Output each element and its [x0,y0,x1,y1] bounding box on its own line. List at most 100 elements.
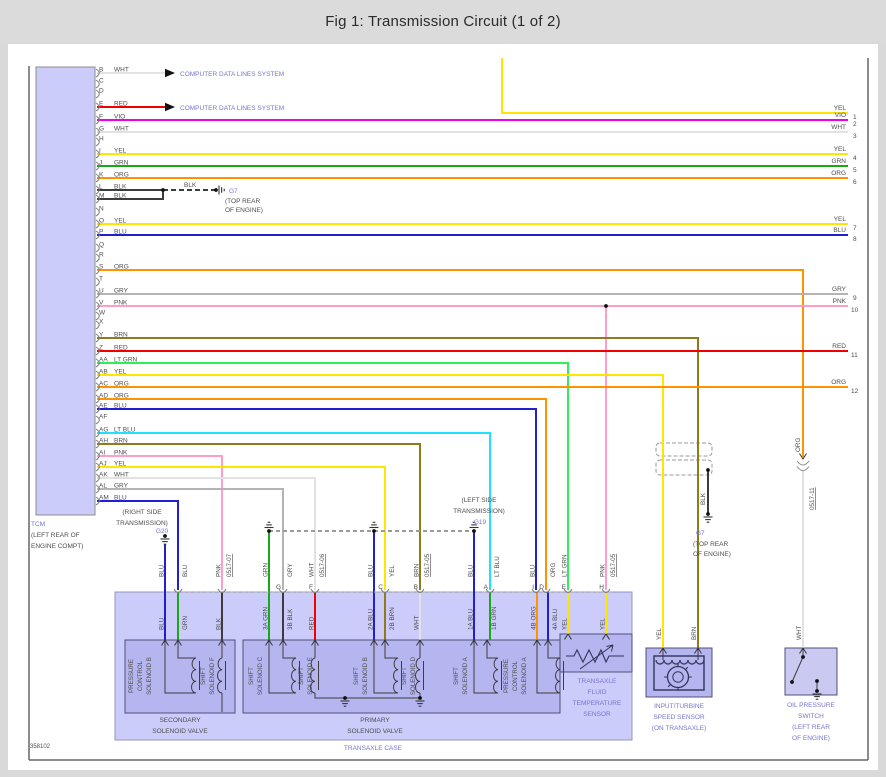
solenoid-coil [309,657,316,694]
junction-dot [706,512,710,516]
speed-sensor-rotor-ticks [664,663,692,691]
label-blk-splice: BLK [184,182,197,189]
label-computer-data-lines-1: COMPUTER DATA LINES SYSTEM [180,71,284,78]
wire-pin-ah-brn [97,443,421,590]
tcm-pin-arc [95,473,100,483]
tcm-pin-letter: T [99,276,103,283]
tcm-pin-arc [95,127,100,137]
tcm-pin-wire-color: YEL [114,148,127,155]
label-g20: G20 [156,528,169,535]
tcm-pin-arc [95,289,100,299]
tcm-pin-arc [95,394,100,404]
tcm-pin-wire-color: ORG [114,393,129,400]
tcm-pin-arc [95,311,100,321]
tcm-pin-wire-color: RED [114,101,128,108]
tcm-pin-letter: X [99,319,104,326]
tcm-pin-arc [95,404,100,414]
tcm-pin-wire-color: YEL [114,218,127,225]
pressure-control-solenoid-a-label: PRESSURE [503,659,510,693]
solenoid-lead [314,693,420,699]
label-oil-switch-1: OIL PRESSURE [787,702,835,709]
case-pin-letter: I [532,584,534,591]
right-tap-number: 10 [851,307,859,314]
label-g7-right-loc2: OF ENGINE) [693,551,731,558]
right-tap-color: PNK [833,298,847,305]
case-pin-letter: G [276,584,281,591]
label-g7-right: G7 [696,530,705,537]
speed-sensor-body [653,655,705,691]
case-pin-letter: F [309,584,313,591]
wire-pin-al-gry [97,488,284,590]
connector-wire-label: BLU [182,564,189,577]
arrow-up [694,647,702,654]
shift-solenoid-d-label: SHIFT [401,667,408,685]
label-temp-sensor-4: SENSOR [583,711,611,718]
tcm-pin-letter: AI [99,450,105,457]
label-g19-loc2: TRANSMISSION) [453,508,505,515]
solenoid-coil [392,657,399,694]
pressure-control-solenoid-b-label: PRESSURE [128,659,135,693]
right-tap-color: BLU [833,227,846,234]
junction-dot [801,655,805,659]
tcm-pin-letter: AB [99,369,108,376]
tcm-pin-arc [95,415,100,425]
junction-dot [472,529,476,533]
tcm-pin-arc [95,219,100,229]
tcm-pin-arc [95,185,100,195]
tcm-pin-letter: R [99,252,104,259]
right-tap-color: VIO [835,112,846,119]
label-oil-switch-3: (LEFT REAR [792,724,830,731]
label-speed-sensor-1: INPUT/TURBINE [654,703,705,710]
temp-sensor-arrow [579,644,614,670]
tcm-pin-letter: F [99,114,103,121]
tcm-pin-arc [95,207,100,217]
wire-top-feed-yel [501,58,848,114]
tcm-pin-arc [95,370,100,380]
label-transaxle-case: TRANSAXLE CASE [344,745,403,752]
case-pin-arc [531,588,541,593]
wire-pin-ab-yel [97,374,664,648]
tcm-pin-wire-color: WHT [114,126,129,133]
junction-dot [161,188,165,192]
shift-solenoid-a-label: SHIFT [453,667,460,685]
tcm-pin-wire-color: BLU [114,229,127,236]
label-temp-sensor-1: TRANSAXLE [578,678,617,685]
case-pin-letter: A [484,584,489,591]
tcm-connector-block [35,66,96,516]
case-pin-arc [278,588,288,593]
right-tap-number: 8 [853,236,857,243]
solenoid-lead [547,640,560,659]
tcm-pin-letter: AD [99,393,108,400]
tcm-pin-arc [95,265,100,275]
pressure-control-solenoid-a-label: SOLENOID A [521,656,528,694]
arrow-up [370,639,378,646]
tcm-pin-arc [95,439,100,449]
vlabel-0517-11: 0517-11 [809,487,816,510]
vlabel-wht-switch: WHT [796,626,803,640]
tcm-pin-arc [95,451,100,461]
tcm-pin-letter: AF [99,414,107,421]
tcm-pin-wire-color: RED [114,345,128,352]
right-tap-number: 5 [853,167,857,174]
wire-pin-s-org [97,269,804,457]
pressure-control-solenoid-b-label: SOLENOID B [146,657,153,695]
label-g7-right-loc1: (TOP REAR [693,541,728,548]
tcm-pin-letter: AJ [99,461,107,468]
junction-dot [815,679,819,683]
tcm-pin-arc [95,243,100,253]
case-wire-label: 4A BLU [552,608,559,630]
tcm-pin-arc [95,333,100,343]
tcm-pin-wire-color: BRN [114,438,128,445]
case-wire-label: BLK [216,617,223,630]
tcm-pin-arc [95,89,100,99]
label-temp-sensor-2: FLUID [588,689,607,696]
solenoid-coil [190,657,197,694]
tcm-pin-arc [95,161,100,171]
connector-wire-label: 0517-05 [610,553,617,577]
shift-solenoid-b-label: SHIFT [353,667,360,685]
vlabel-org-drop: ORG [795,438,802,452]
figure-title: Fig 1: Transmission Circuit (1 of 2) [325,12,561,30]
case-pin-letter: B [414,584,418,591]
arrow-up [161,639,169,646]
tcm-pin-wire-color: GRY [114,483,129,490]
